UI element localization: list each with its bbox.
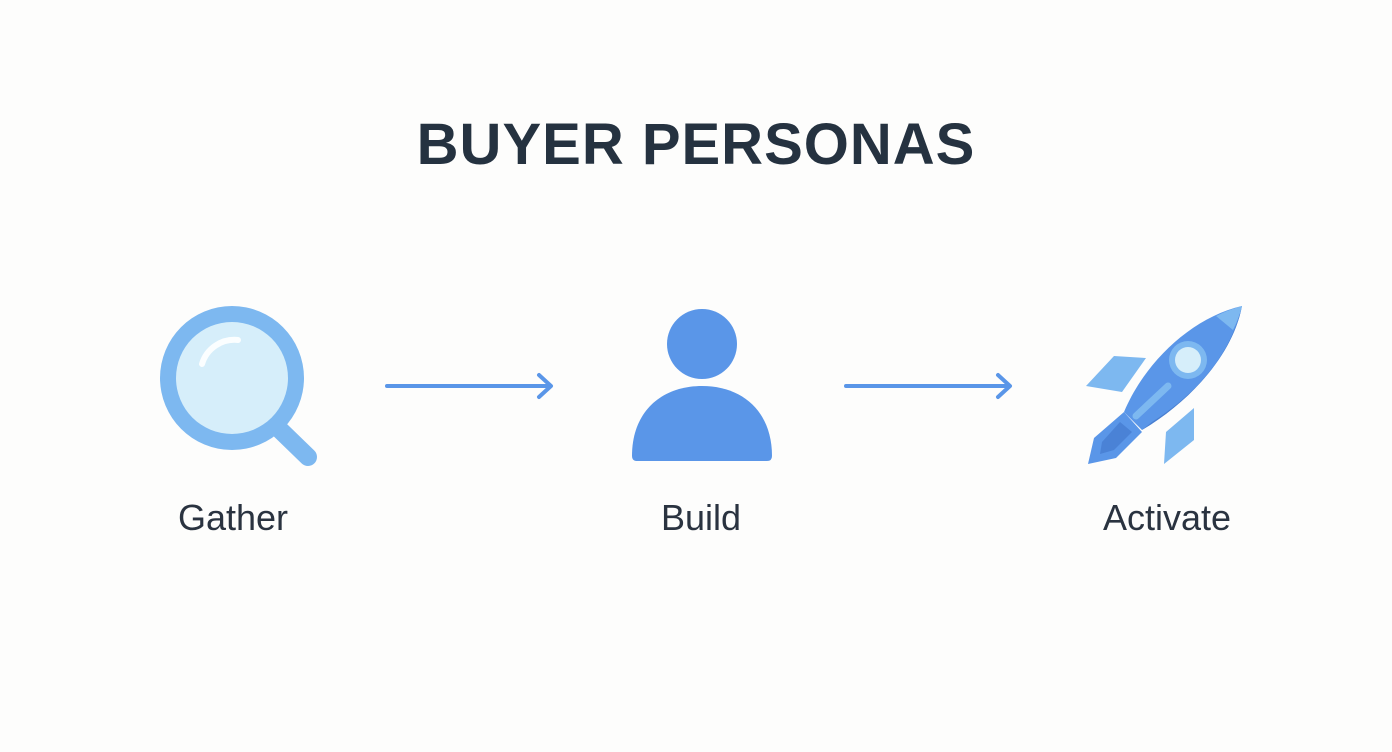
rocket-icon <box>1080 300 1250 470</box>
step-label-build: Build <box>660 497 742 538</box>
step-label-activate: Activate <box>1102 497 1232 538</box>
step-label-gather: Gather <box>177 497 289 538</box>
arrow-right-icon <box>843 372 1019 400</box>
diagram-title: BUYER PERSONAS <box>416 112 976 177</box>
arrow-right-icon <box>384 372 560 400</box>
person-icon <box>628 306 776 466</box>
magnifying-glass-icon <box>150 300 330 470</box>
